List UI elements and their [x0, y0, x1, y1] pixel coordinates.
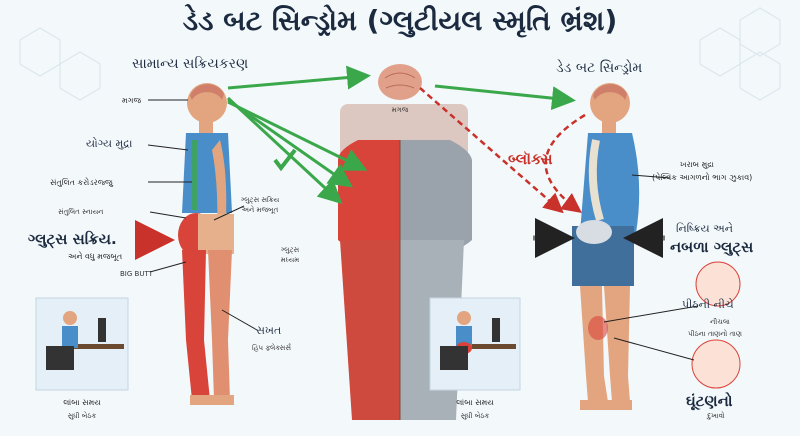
left-posture-label: યોગ્ય મુદ્રા	[86, 137, 133, 150]
left-sitting-label: લાંબા સમય	[63, 398, 101, 407]
block-label: બ્લૉક્સ	[508, 150, 553, 168]
right-posture-label: ખરાબ મુદ્રા	[680, 160, 714, 169]
center-glutes-label-2: મધ્યમ	[280, 256, 300, 264]
backpain-sub-1: નીચલા	[710, 318, 730, 326]
left-glutes-sub: અને વધુ મજબૂત	[68, 252, 123, 261]
background-hexagons	[19, 7, 781, 101]
left-brain-label: મગજ	[122, 96, 142, 105]
big-butt-label: BIG BUTT	[120, 270, 153, 278]
right-inactive-2: નબળા ગ્લુટ્સ	[670, 238, 754, 256]
left-spine	[192, 140, 197, 210]
knee-sub: દુખાવો	[707, 412, 725, 420]
tight-sub: હિપ ફ્લેક્સર્સ	[252, 344, 292, 352]
tight-label: સખત	[256, 324, 282, 337]
left-spine-label: સંતુલિત કરોડરજ્જુ	[50, 178, 113, 187]
knee-label: ઘૂંટણનો	[686, 392, 733, 410]
left-glutes-note-2: અને મજબૂત	[241, 206, 279, 214]
right-brain-icon	[593, 84, 627, 100]
page-title: ડેડ બટ સિન્ડ્રોમ (ગ્લુટીયલ સ્મૃતિ ભ્રંશ)	[182, 4, 618, 37]
backpain-label: પીઠની નીચે	[682, 298, 734, 311]
leader-lines	[147, 99, 699, 361]
backpain-sub-2: પીઠના તાણનો તાણ	[688, 330, 742, 338]
center-glutes-label-1: ગ્લુટ્સ	[280, 246, 300, 254]
red-blocked-arrows	[419, 87, 586, 214]
left-glutes-label: ગ્લુટ્સ સક્રિય.	[28, 230, 117, 248]
center-brain-icon	[378, 64, 422, 100]
knee-inset	[691, 261, 741, 389]
healthy-figure	[178, 83, 234, 405]
right-spine	[588, 139, 604, 222]
center-sitting-sub: સુધી બેઠક	[460, 412, 490, 420]
right-pelvis	[576, 220, 612, 244]
left-glutes-note-1: ગ્લુટ્સ સક્રિય	[240, 196, 280, 204]
left-sitting-panel	[35, 297, 129, 391]
dead-butt-figure	[572, 83, 640, 410]
right-knee-pain	[588, 316, 608, 340]
left-heading: સામાન્ય સક્રિયકરણ	[132, 56, 249, 72]
right-posture-sub: (પેલ્વિક આગળનો ભાગ ઝુકાવ)	[652, 173, 753, 182]
green-activation-arrows	[226, 65, 576, 205]
left-sitting-sub: સુધી બેઠક	[67, 412, 97, 420]
right-heading: ડેડ બટ સિન્ડ્રોમ	[556, 60, 643, 76]
check-icon	[273, 148, 297, 172]
center-brain-label: મગજ	[391, 106, 409, 114]
center-sitting-label: લાંબા સમય	[456, 398, 494, 407]
left-pelvis-label: સંતુલિત સ્નાયન	[58, 208, 104, 216]
left-brain-icon	[190, 84, 224, 100]
center-sitting-panel	[429, 297, 521, 391]
right-inactive-1: નિષ્ક્રિય અને	[676, 222, 733, 235]
